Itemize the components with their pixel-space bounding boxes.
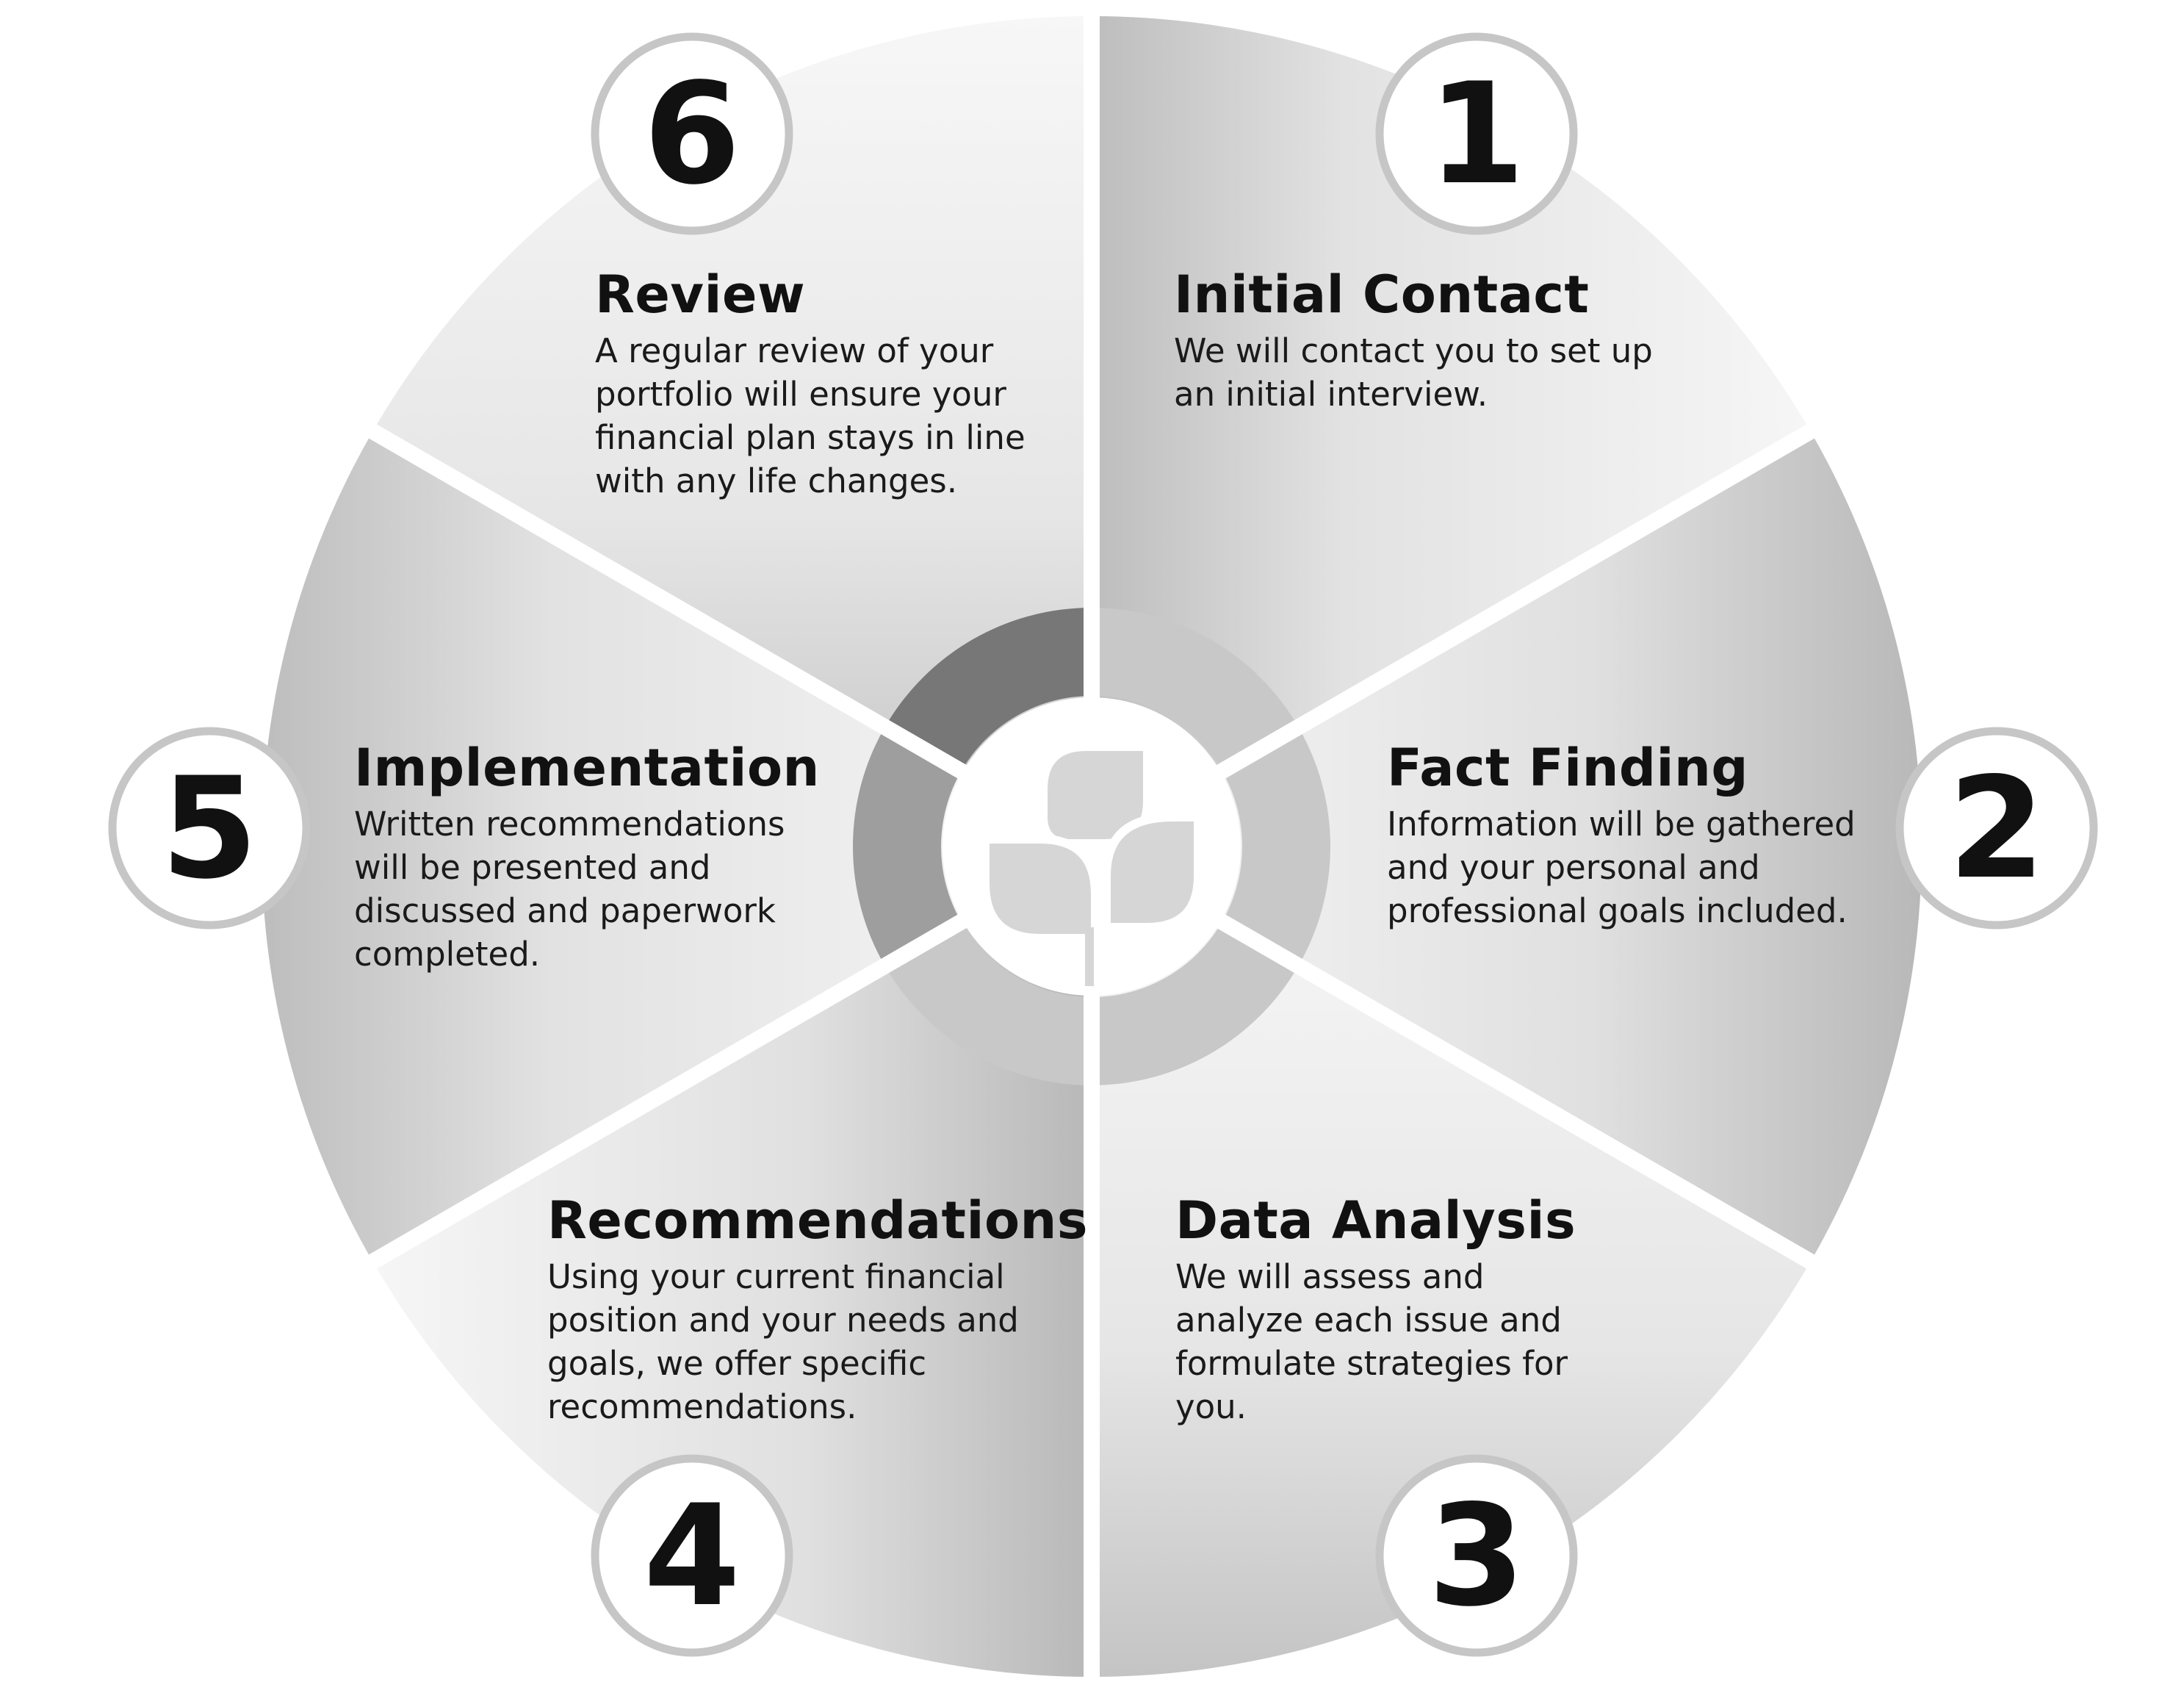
step-5-description: Written recommendations will be presente… xyxy=(354,805,785,974)
wheel-segment-2 xyxy=(1092,431,1922,1262)
step-4-title: Recommendations xyxy=(547,1190,1089,1251)
separator-line xyxy=(349,413,972,783)
step-5-title: Implementation xyxy=(354,738,820,798)
step-2-description: Information will be gathered and your pe… xyxy=(1387,805,1856,930)
step-2-badge: 2 xyxy=(1895,727,2098,930)
inner-ring-segment-4 xyxy=(884,921,1092,1085)
step-3-description: We will assess and analyze each issue an… xyxy=(1175,1257,1568,1426)
step-1-badge: 1 xyxy=(1375,32,1578,235)
inner-ring xyxy=(853,608,1330,1085)
separator-line xyxy=(349,910,972,1280)
inner-ring-segment-6 xyxy=(884,608,1092,772)
separator-line xyxy=(1211,413,1834,783)
step-3-text: Data Analysis We will assess and analyze… xyxy=(1175,1190,1587,1428)
step-6-description: A regular review of your portfolio will … xyxy=(595,331,1026,500)
inner-ring-segment-5 xyxy=(853,727,962,966)
step-2-title: Fact Finding xyxy=(1387,738,1748,798)
leaf-logo-icon xyxy=(981,751,1203,986)
wheel-segment-1 xyxy=(1092,16,1811,846)
wheel-segment-5 xyxy=(261,431,1092,1262)
step-5-badge: 5 xyxy=(108,727,311,930)
inner-ring-segment-1 xyxy=(1092,608,1299,772)
wheel-segment-3 xyxy=(1092,846,1811,1677)
step-4-text: Recommendations Using your current finan… xyxy=(547,1190,1089,1428)
separator-line xyxy=(1211,910,1834,1280)
step-6-text: Review A regular review of your portfoli… xyxy=(595,265,1043,503)
step-1-description: We will contact you to set up an initial… xyxy=(1174,331,1653,414)
leaf-stem xyxy=(1085,927,1094,986)
wheel-segment-6 xyxy=(372,16,1092,846)
step-5-text: Implementation Written recommendations w… xyxy=(354,738,824,976)
step-4-description: Using your current financial position an… xyxy=(547,1257,1019,1426)
step-1-title: Initial Contact xyxy=(1174,265,1590,325)
leaf-right-shape xyxy=(1102,813,1203,932)
badge-circle xyxy=(591,32,793,235)
badge-circle xyxy=(1375,32,1578,235)
center-hub xyxy=(943,697,1241,996)
badge-circle xyxy=(108,727,311,930)
step-number-badges: 1 2 3 4 5 6 xyxy=(108,32,2098,1657)
step-4-number: 4 xyxy=(644,1475,740,1637)
step-3-number: 3 xyxy=(1428,1475,1525,1637)
badge-circle xyxy=(591,1454,793,1657)
step-3-title: Data Analysis xyxy=(1175,1190,1576,1251)
step-6-badge: 6 xyxy=(591,32,793,235)
inner-ring-segment-3 xyxy=(1092,921,1299,1085)
step-1-text: Initial Contact We will contact you to s… xyxy=(1174,265,1703,416)
segment-separators xyxy=(349,0,1834,1693)
step-5-number: 5 xyxy=(161,747,258,910)
badge-circle xyxy=(1895,727,2098,930)
inner-ring-segment-2 xyxy=(1222,727,1330,966)
step-2-number: 2 xyxy=(1948,747,2045,910)
step-6-number: 6 xyxy=(644,53,740,215)
step-4-badge: 4 xyxy=(591,1454,793,1657)
wheel-segment-4 xyxy=(372,846,1092,1677)
leaf-left-shape xyxy=(981,835,1100,943)
leaf-top-shape xyxy=(1048,751,1143,839)
step-2-text: Fact Finding Information will be gathere… xyxy=(1387,738,1872,932)
step-6-title: Review xyxy=(595,265,806,325)
wheel-segments xyxy=(261,16,1922,1677)
badge-circle xyxy=(1375,1454,1578,1657)
step-3-badge: 3 xyxy=(1375,1454,1578,1657)
step-1-number: 1 xyxy=(1428,53,1525,215)
